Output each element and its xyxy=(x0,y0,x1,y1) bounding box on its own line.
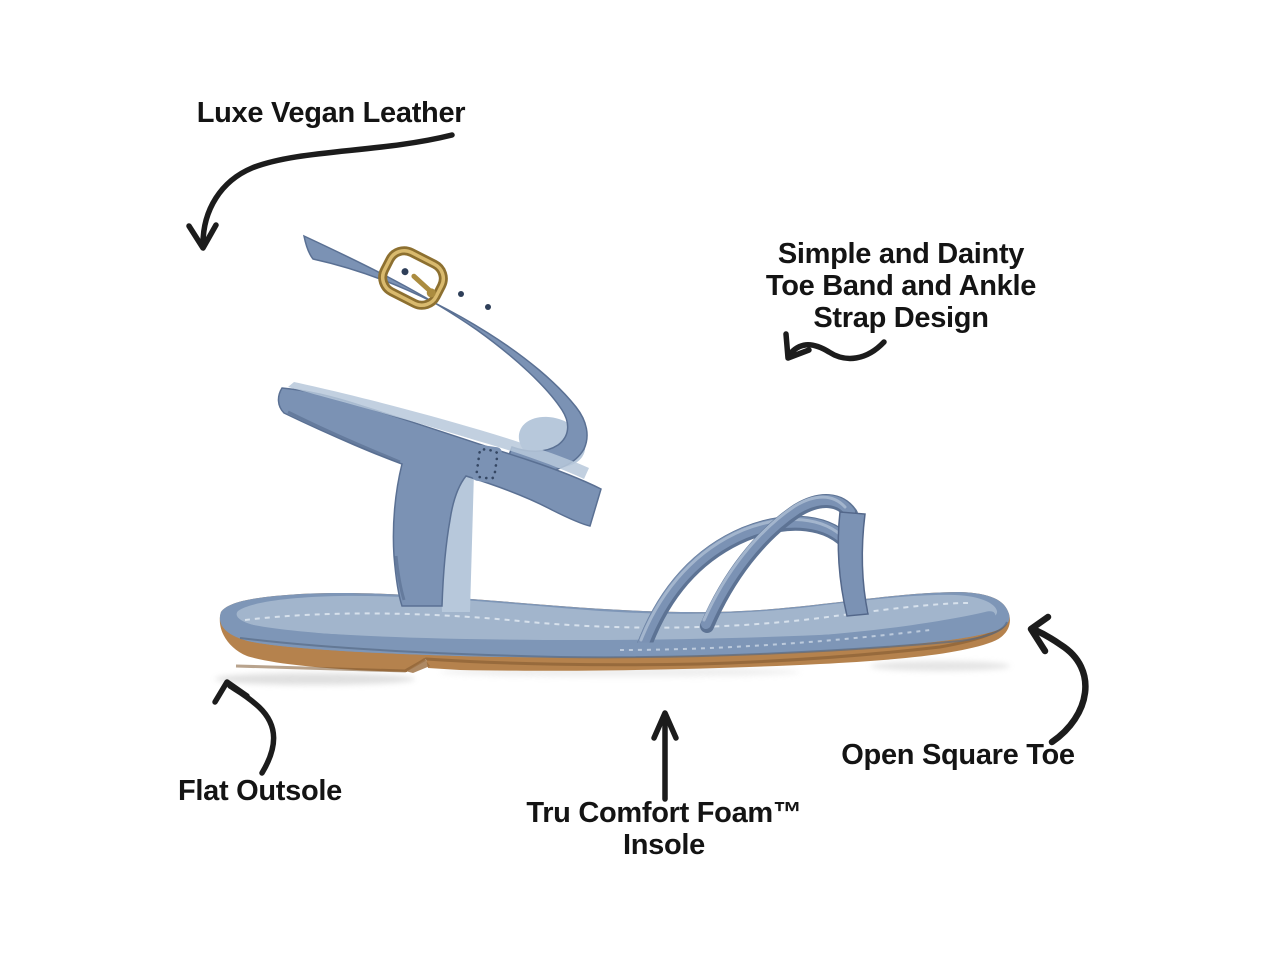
label-luxe-vegan-leather: Luxe Vegan Leather xyxy=(196,97,466,129)
heel-strap-shadow-edge xyxy=(287,410,406,601)
insole-arrow-icon xyxy=(651,710,679,802)
label-insole: Tru Comfort Foam™ Insole xyxy=(526,797,802,861)
strap-design-arrow-icon xyxy=(783,331,887,362)
label-flat-outsole: Flat Outsole xyxy=(178,775,342,807)
heel-breast-step xyxy=(405,658,430,673)
ankle-strap-assembly xyxy=(277,234,602,612)
strap-hole-2 xyxy=(485,304,491,310)
label-strap-design-line2: Toe Band and Ankle xyxy=(765,270,1037,302)
toe-strap-back-highlight xyxy=(702,495,847,622)
flat-outsole-arrow-icon xyxy=(212,679,277,776)
toe-strap-front-highlight xyxy=(639,518,847,642)
toe-straps xyxy=(636,494,869,654)
stitch-patch xyxy=(472,445,502,483)
midsole-seam xyxy=(239,621,1008,659)
toe-strap-front xyxy=(637,516,855,650)
strap-hole-1 xyxy=(458,291,464,297)
label-open-square-toe: Open Square Toe xyxy=(841,739,1075,771)
annotation-arrows xyxy=(186,132,1089,802)
footbed-front-edge xyxy=(229,611,996,658)
buckle-pin-knob xyxy=(426,288,436,298)
label-insole-line2: Insole xyxy=(622,829,705,861)
buckle-pin xyxy=(411,273,434,295)
label-strap-design-line3: Strap Design xyxy=(813,302,989,334)
buckle-strap-hole xyxy=(401,268,409,276)
open-square-toe-arrow-icon xyxy=(1027,613,1089,746)
heel-strap-inner-face xyxy=(288,382,589,479)
label-insole-line1: Tru Comfort Foam™ xyxy=(526,797,802,829)
toe-strap-back xyxy=(701,494,855,629)
buckle xyxy=(378,246,448,310)
vegan-leather-arrow-icon xyxy=(186,132,455,251)
buckle-frame-highlight xyxy=(380,249,446,307)
label-strap-design-line1: Simple and Dainty xyxy=(777,238,1025,270)
toe-band-post xyxy=(837,511,869,617)
label-strap-design: Simple and Dainty Toe Band and Ankle Str… xyxy=(766,238,1036,334)
front-edge-stitching xyxy=(619,629,931,651)
outsole-bottom-edge xyxy=(235,622,1008,673)
